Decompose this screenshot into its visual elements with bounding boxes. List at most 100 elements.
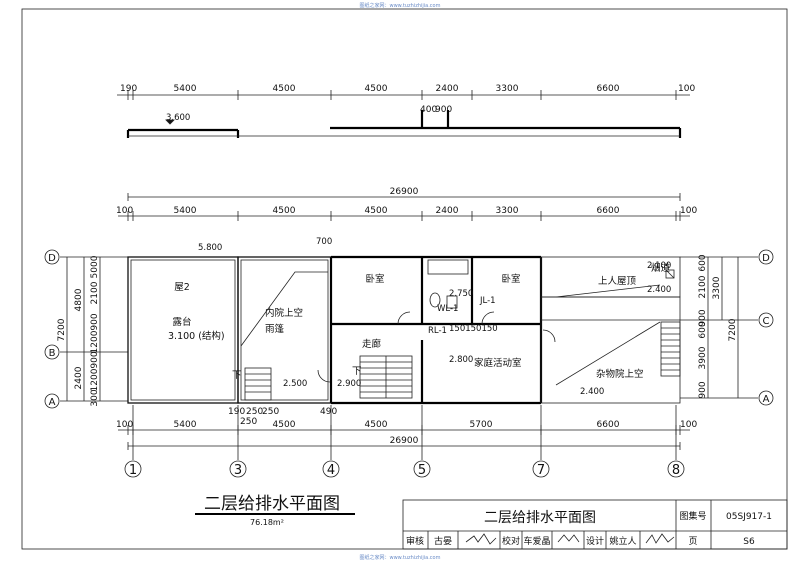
chimney-label: 烟道: [651, 262, 671, 274]
title-block-title: 二层给排水平面图: [484, 510, 596, 526]
right-inner-3: 600: [698, 321, 708, 338]
axis-d-left: D: [48, 253, 56, 264]
top-dim-6: 6600: [597, 206, 620, 216]
elev-4: 2.100: [647, 261, 671, 271]
axis-d-right: D: [762, 253, 770, 264]
left-outer-0: 4800: [74, 288, 84, 311]
label-wl: WL-1: [437, 304, 458, 314]
label-rl: RL-1: [428, 326, 447, 336]
left-axis-labels: D B A: [44, 249, 60, 409]
axis-a-left: A: [49, 397, 56, 408]
axis-a-right: A: [763, 394, 770, 405]
right-inner-0: 600: [698, 254, 708, 271]
axis-5: 5: [418, 463, 426, 478]
small-bottom-3: 490: [320, 407, 337, 417]
area-label: 76.18m²: [250, 518, 284, 527]
elev-2: 2.900: [337, 379, 361, 389]
axis-c-right: C: [763, 316, 770, 327]
room-2-label: 屋2: [174, 282, 190, 293]
strip-dim-6: 6600: [597, 84, 620, 94]
review-label: 审核: [406, 535, 424, 547]
right-dimensions: 600 2100 900 600 3900 900 3300 7200: [698, 254, 739, 399]
small-bottom-2: 250: [262, 407, 279, 417]
left-inner-1: 2100: [90, 281, 100, 304]
bottom-dim-6: 100: [680, 420, 697, 430]
checker-signature: [557, 534, 580, 543]
overall-top-dim: 26900: [390, 187, 419, 197]
reviewer-name: 古晏: [434, 535, 452, 547]
left-inner-2: 900: [90, 313, 100, 330]
elev-1: 2.500: [283, 379, 307, 389]
bottom-dim-2: 4500: [273, 420, 296, 430]
bottom-axis-labels: 1 3 4 5 7 8: [124, 460, 685, 478]
top-dim-5: 3300: [496, 206, 519, 216]
left-outer-1: 2400: [74, 366, 84, 389]
bottom-dim-5: 6600: [597, 420, 620, 430]
terrace-elev: 3.100 (结构): [168, 330, 225, 342]
design-label: 设计: [586, 535, 604, 547]
strip-dim-0: 190: [120, 84, 137, 94]
checker-name: 车爱晶: [523, 535, 550, 547]
watermark-bottom: 图纸之家网：www.tuzhizhijia.com: [359, 554, 440, 561]
bottom-dim-1: 5400: [174, 420, 197, 430]
axis-3: 3: [234, 463, 242, 478]
strip-small-dim-0: 400: [420, 105, 437, 115]
left-inner-6: 300: [90, 389, 100, 406]
atlas-number: 05SJ917-1: [726, 512, 772, 522]
small-bottom-1: 250: [246, 407, 263, 417]
room-labels: 屋2 露台 3.100 (结构) 内院上空 雨篷 卧室 卧室 走廊 家庭活动室 …: [168, 262, 671, 381]
strip-dim-3: 4500: [365, 84, 388, 94]
axis-1: 1: [129, 463, 137, 478]
courtyard-label: 内院上空: [265, 307, 303, 319]
down-label-2: 下: [352, 366, 362, 377]
strip-dim-1: 5400: [174, 84, 197, 94]
bottom-dim-4: 5700: [470, 420, 493, 430]
watermark-top: 图纸之家网：www.tuzhizhijia.com: [359, 2, 440, 9]
left-inner-0: 5000: [90, 255, 100, 278]
axis-b-left: B: [49, 348, 56, 359]
left-inner-4: 900: [90, 351, 100, 368]
left-inner-3: 1200: [90, 330, 100, 353]
page-number: S6: [743, 537, 755, 547]
axis-4: 4: [327, 463, 335, 478]
elev-5: 2.400: [647, 285, 671, 295]
bottom-dim-3: 4500: [365, 420, 388, 430]
left-total: 7200: [57, 318, 67, 341]
label-jl: JL-1: [479, 296, 496, 306]
right-axis-labels: D C A: [758, 249, 774, 406]
canopy-label: 雨篷: [265, 323, 285, 335]
atlas-label: 图集号: [679, 510, 706, 522]
small-bottom-0: 190: [228, 407, 245, 417]
right-inner-2: 900: [698, 309, 708, 326]
bedroom-2-label: 卧室: [501, 273, 520, 285]
left-dimensions: 7200 4800 2400 5000 2100 900 1200 900 12…: [57, 255, 101, 407]
strip-dim-5: 3300: [496, 84, 519, 94]
reviewer-signature: [465, 533, 497, 545]
terrace-label: 露台: [172, 316, 191, 328]
top-dim-7: 100: [680, 206, 697, 216]
family-room-label: 家庭活动室: [474, 357, 522, 369]
yard-label: 杂物院上空: [596, 368, 644, 380]
top-dim-4: 2400: [436, 206, 459, 216]
axis-7: 7: [537, 463, 545, 478]
elev-6: 2.400: [580, 387, 604, 397]
elev-7: 2.750: [449, 289, 473, 299]
elevation-markers: 5.800 2.500 2.900 2.800 2.100 2.400 2.40…: [198, 237, 671, 397]
bottom-dimensions: 190 250 250 490 250 100 5400 4500 4500 5…: [116, 407, 697, 450]
elev-3: 2.800: [449, 355, 473, 365]
right-inner-4: 3900: [698, 346, 708, 369]
top-dimensions: 26900 100 5400 4500 4500 2400 3300 6600 …: [116, 187, 697, 221]
right-outer-0: 3300: [712, 276, 722, 299]
right-total: 7200: [728, 318, 738, 341]
strip-dim-4: 2400: [436, 84, 459, 94]
overall-bottom-dim: 26900: [390, 436, 419, 446]
strip-elev: 3.600: [166, 113, 190, 123]
check-label: 校对: [502, 535, 520, 547]
top-dim-2: 4500: [273, 206, 296, 216]
strip-small-dim-1: 900: [435, 105, 452, 115]
drawing-title: 二层给排水平面图: [204, 494, 340, 514]
right-inner-1: 2100: [698, 275, 708, 298]
bottom-dim-0: 100: [116, 420, 133, 430]
